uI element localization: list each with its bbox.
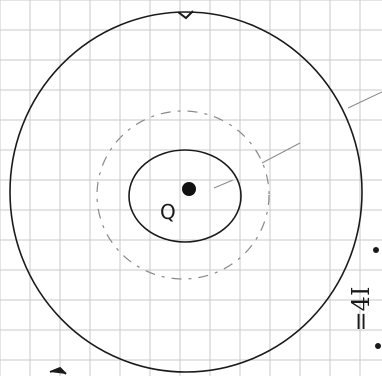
radius-stroke-outer <box>348 92 382 108</box>
radius-stroke-inner <box>214 180 233 188</box>
inner-circle <box>129 150 241 242</box>
center-charge-label: Q <box>160 200 176 224</box>
radius-stroke-middle <box>262 143 300 163</box>
bottom-left-ink-mark <box>50 368 66 374</box>
side-annotation-label: =4I <box>348 274 374 344</box>
dashed-middle-circle <box>97 111 269 279</box>
bottom-right-ink-dot <box>375 343 381 349</box>
right-edge-ink-dot <box>373 247 379 253</box>
center-charge-dot <box>182 182 196 196</box>
